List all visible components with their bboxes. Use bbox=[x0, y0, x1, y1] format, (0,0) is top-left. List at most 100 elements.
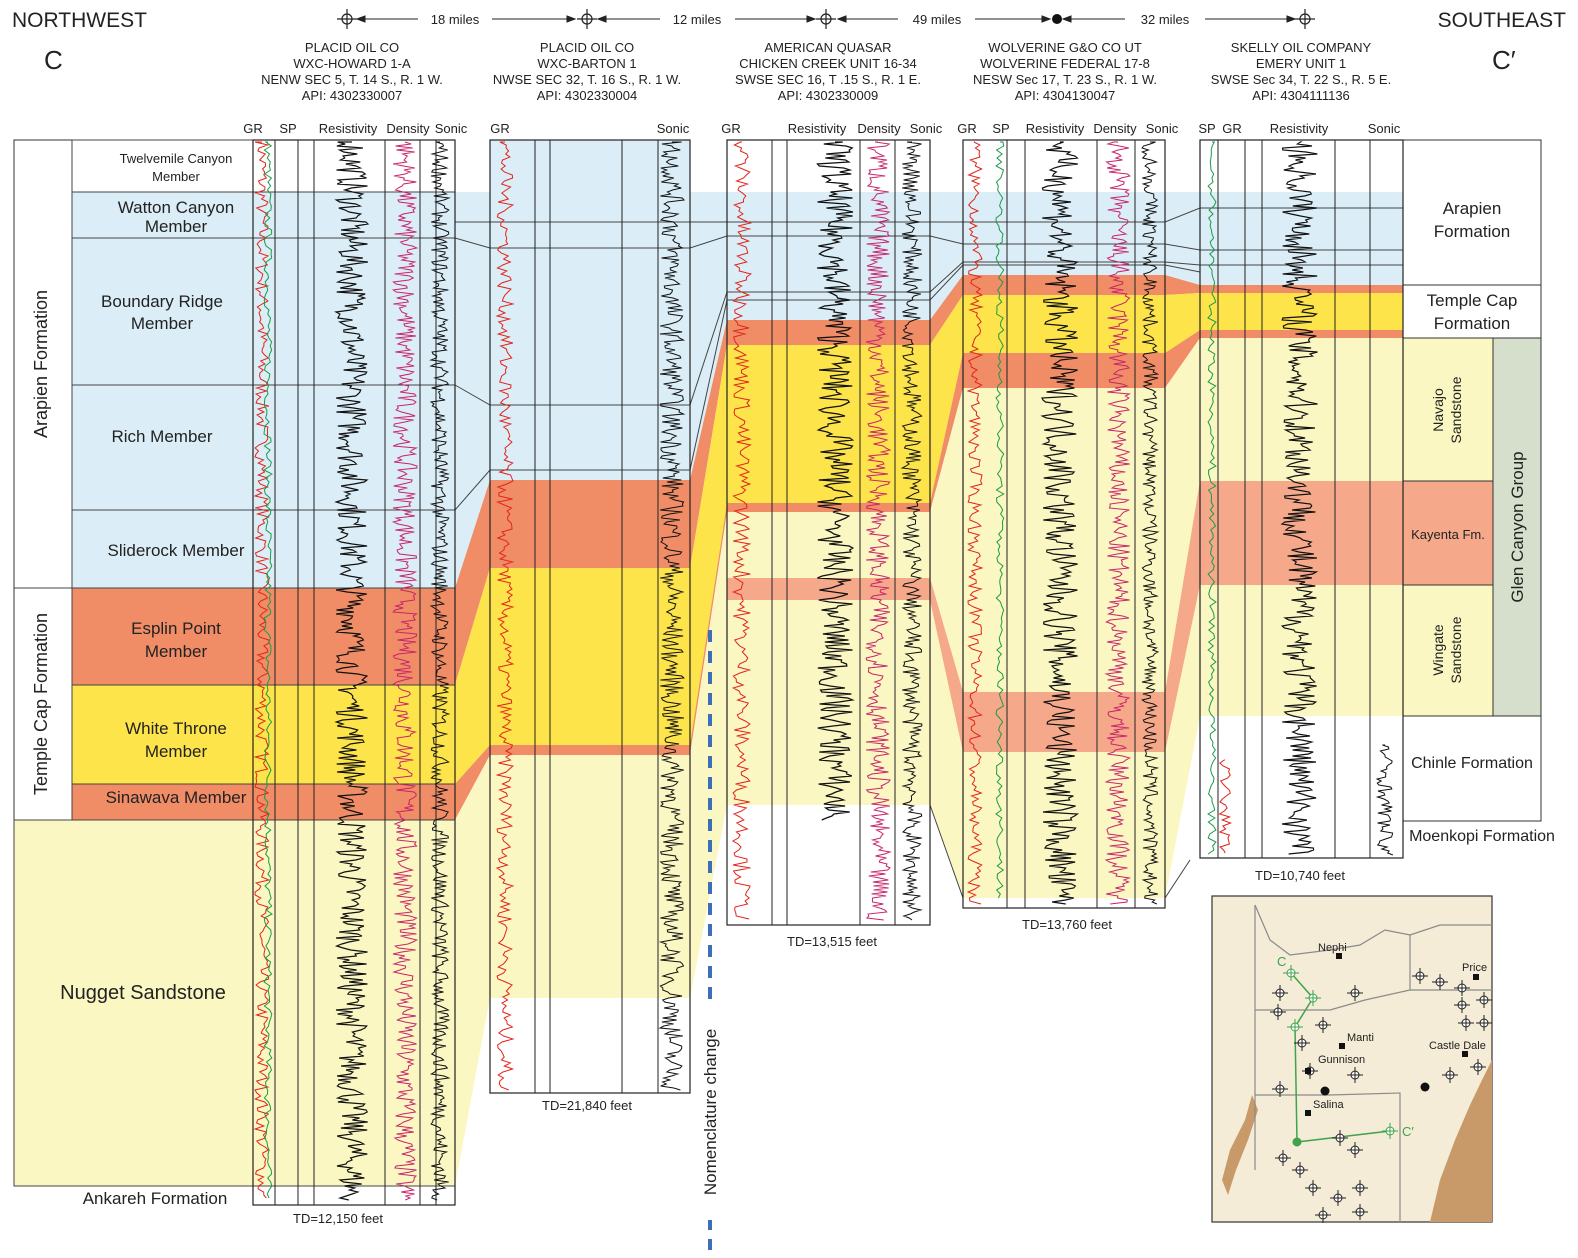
well-td-4: TD=13,760 feet bbox=[1022, 917, 1112, 932]
density-curve bbox=[864, 141, 892, 921]
distance-label-4: 32 miles bbox=[1141, 12, 1190, 27]
direction-right: SOUTHEAST bbox=[1438, 9, 1567, 32]
band-arapien-w3-w4 bbox=[930, 192, 963, 320]
town-marker bbox=[1473, 974, 1479, 980]
band-yellow-w1-w2 bbox=[455, 568, 490, 784]
sonic-curve bbox=[1140, 141, 1160, 905]
log-header: GR bbox=[243, 121, 263, 136]
distance-label-3: 49 miles bbox=[913, 12, 962, 27]
right-label-kayenta: Kayenta Fm. bbox=[1411, 527, 1485, 542]
dry-hole-icon bbox=[1382, 1123, 1398, 1139]
oil-well-icon bbox=[1420, 1082, 1430, 1092]
distance-label-1: 18 miles bbox=[431, 12, 480, 27]
dry-hole-icon bbox=[1454, 997, 1470, 1013]
dry-hole-icon bbox=[1305, 1180, 1321, 1196]
dry-hole-icon bbox=[1347, 1067, 1363, 1083]
town-marker bbox=[1305, 1068, 1311, 1074]
distance-bar bbox=[355, 15, 1297, 23]
dry-hole-icon bbox=[1287, 1019, 1303, 1035]
member-label-nugget: Nugget Sandstone bbox=[60, 982, 226, 1004]
sonic-curve bbox=[429, 141, 451, 1201]
dry-hole-icon bbox=[1470, 1059, 1486, 1075]
density-curve bbox=[1104, 141, 1132, 905]
sp-curve bbox=[263, 141, 273, 1199]
log-track-frame bbox=[726, 139, 931, 926]
band-arapien-w1-w2 bbox=[455, 192, 490, 588]
band-orange-w2 bbox=[490, 480, 690, 568]
dry-hole-icon bbox=[1476, 992, 1492, 1008]
log-headers-1: GR SP Resistivity Density Sonic bbox=[243, 121, 468, 136]
well-operator: PLACID OIL CO bbox=[305, 40, 399, 55]
well-api: API: 4302330009 bbox=[778, 88, 878, 103]
log-header: Sonic bbox=[435, 121, 468, 136]
log-track-frame bbox=[252, 139, 456, 1206]
dry-hole-icon bbox=[1292, 1162, 1308, 1178]
log-header: Resistivity bbox=[1270, 121, 1329, 136]
dry-hole-icon bbox=[1330, 1190, 1346, 1206]
section-end-right: C′ bbox=[1492, 45, 1516, 75]
member-label-watton-2: Member bbox=[145, 217, 208, 236]
section-well-icon bbox=[1292, 1137, 1302, 1147]
formation-label-arapien: Arapien Formation bbox=[31, 290, 51, 438]
sonic-curve bbox=[1375, 744, 1394, 856]
band-twelvemile-left bbox=[72, 140, 455, 192]
town-marker bbox=[1305, 1110, 1311, 1116]
dry-hole-icon bbox=[1347, 1142, 1363, 1158]
section-end-left: C bbox=[44, 45, 63, 75]
nomenclature-change-label: Nomenclature change bbox=[701, 1029, 720, 1195]
member-label-sliderock: Sliderock Member bbox=[108, 541, 245, 560]
well-location: NWSE SEC 32, T. 16 S., R. 1 W. bbox=[493, 72, 681, 87]
town-marker bbox=[1339, 1043, 1345, 1049]
dry-hole-icon bbox=[1272, 985, 1288, 1001]
log-header: Sonic bbox=[657, 121, 690, 136]
well-td-1: TD=12,150 feet bbox=[293, 1211, 383, 1226]
gr-curve bbox=[253, 141, 271, 1199]
well-name: CHICKEN CREEK UNIT 16-34 bbox=[739, 56, 916, 71]
gr-curve bbox=[1218, 759, 1233, 854]
gr-curve bbox=[966, 141, 984, 905]
town-label-manti: Manti bbox=[1347, 1032, 1374, 1044]
dry-hole-icon bbox=[1476, 1015, 1492, 1031]
town-label-nephi: Nephi bbox=[1318, 942, 1347, 954]
density-curve bbox=[391, 141, 419, 1201]
member-label-boundary-1: Boundary Ridge bbox=[101, 292, 223, 311]
dry-hole-icon bbox=[1295, 9, 1315, 29]
log-header: Density bbox=[857, 121, 901, 136]
dry-hole-icon bbox=[1412, 968, 1428, 984]
log-header: Sonic bbox=[910, 121, 943, 136]
band-yellow-w3-w4 bbox=[930, 295, 963, 503]
gr-curve bbox=[495, 141, 515, 1091]
resistivity-curve bbox=[1040, 141, 1080, 905]
band-templecap-w3-w4 bbox=[930, 275, 963, 345]
member-label-sinawava: Sinawava Member bbox=[106, 788, 247, 807]
map-desert-area bbox=[1430, 1060, 1492, 1222]
well-name: WXC-BARTON 1 bbox=[537, 56, 636, 71]
col-chinle-right bbox=[1402, 715, 1542, 822]
dry-hole-icon bbox=[1270, 1004, 1286, 1020]
resistivity-curve bbox=[1280, 141, 1319, 855]
band-nugget-w2 bbox=[490, 755, 690, 998]
member-label-ankareh: Ankareh Formation bbox=[83, 1189, 228, 1208]
log-header: Resistivity bbox=[319, 121, 378, 136]
log-header: SP bbox=[279, 121, 296, 136]
band-sinawava-w2 bbox=[490, 745, 690, 755]
band-orange-w4-w5 bbox=[1165, 330, 1200, 388]
well-api: API: 4304111136 bbox=[1252, 88, 1350, 103]
log-header: Resistivity bbox=[788, 121, 847, 136]
sp-curve bbox=[1207, 141, 1217, 855]
member-label-watton-1: Watton Canyon bbox=[118, 198, 235, 217]
log-header: Sonic bbox=[1368, 121, 1401, 136]
direction-left: NORTHWEST bbox=[12, 9, 147, 32]
band-esplin-left bbox=[72, 588, 455, 685]
band-arapien-w4 bbox=[963, 192, 1165, 275]
well-name: WOLVERINE FEDERAL 17-8 bbox=[980, 56, 1150, 71]
nomenclature-label-bg bbox=[698, 1000, 722, 1220]
log-header: SP bbox=[1198, 121, 1215, 136]
well-name: WXC-HOWARD 1-A bbox=[293, 56, 411, 71]
dry-hole-icon bbox=[1283, 965, 1299, 981]
location-map: C C′ Nephi Price Manti Gunnison Castle D… bbox=[1211, 895, 1493, 1223]
dry-hole-icon bbox=[1458, 1015, 1474, 1031]
log-header: Density bbox=[386, 121, 430, 136]
right-label-chinle: Chinle Formation bbox=[1411, 755, 1533, 772]
